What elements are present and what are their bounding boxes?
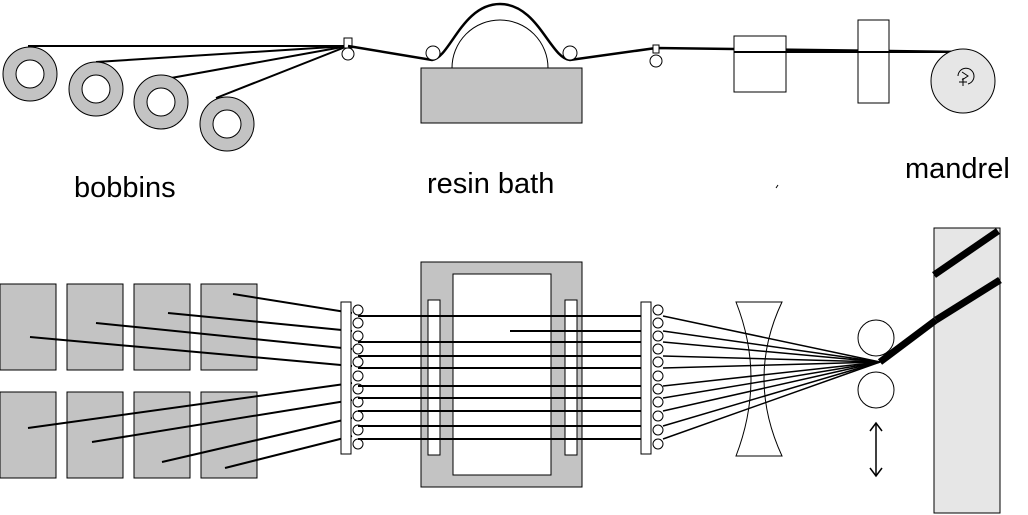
creel-block	[66, 391, 124, 479]
bobbin	[2, 46, 58, 102]
resin-bath	[420, 19, 583, 124]
converging-strands	[662, 315, 881, 440]
traverse-arrow	[869, 421, 883, 478]
payout-eye-box	[857, 19, 890, 104]
comb-guide	[640, 301, 664, 455]
creel-block	[200, 391, 258, 479]
mandrel-top	[933, 227, 1001, 514]
mandrel-side	[930, 48, 996, 114]
speck	[775, 184, 779, 189]
bobbins-label: bobbins	[74, 172, 176, 204]
creel-block	[0, 283, 57, 371]
bobbin-fibres	[28, 45, 349, 99]
bobbin	[199, 96, 255, 152]
nip-rollers	[857, 319, 895, 409]
fibre-path	[347, 2, 963, 62]
side-view	[2, 2, 996, 152]
resin-bath-label: resin bath	[427, 168, 555, 200]
comb-guide	[340, 301, 364, 455]
side-bobbins	[2, 46, 255, 152]
creel-strands	[27, 293, 353, 469]
resin-bath-top	[420, 261, 583, 488]
bobbin	[133, 74, 189, 130]
bobbin	[68, 61, 124, 117]
creel-block	[133, 391, 191, 479]
wound-band	[877, 228, 1002, 365]
bath-strands	[358, 315, 650, 440]
squeeze-box	[733, 35, 787, 93]
top-view	[0, 184, 1002, 514]
mandrel-label: mandrel	[905, 153, 1010, 185]
guide-roller	[341, 37, 355, 61]
payout-eye	[735, 301, 783, 457]
creel-block	[66, 283, 124, 371]
creel-block	[0, 391, 57, 479]
guide-roller	[649, 44, 663, 68]
